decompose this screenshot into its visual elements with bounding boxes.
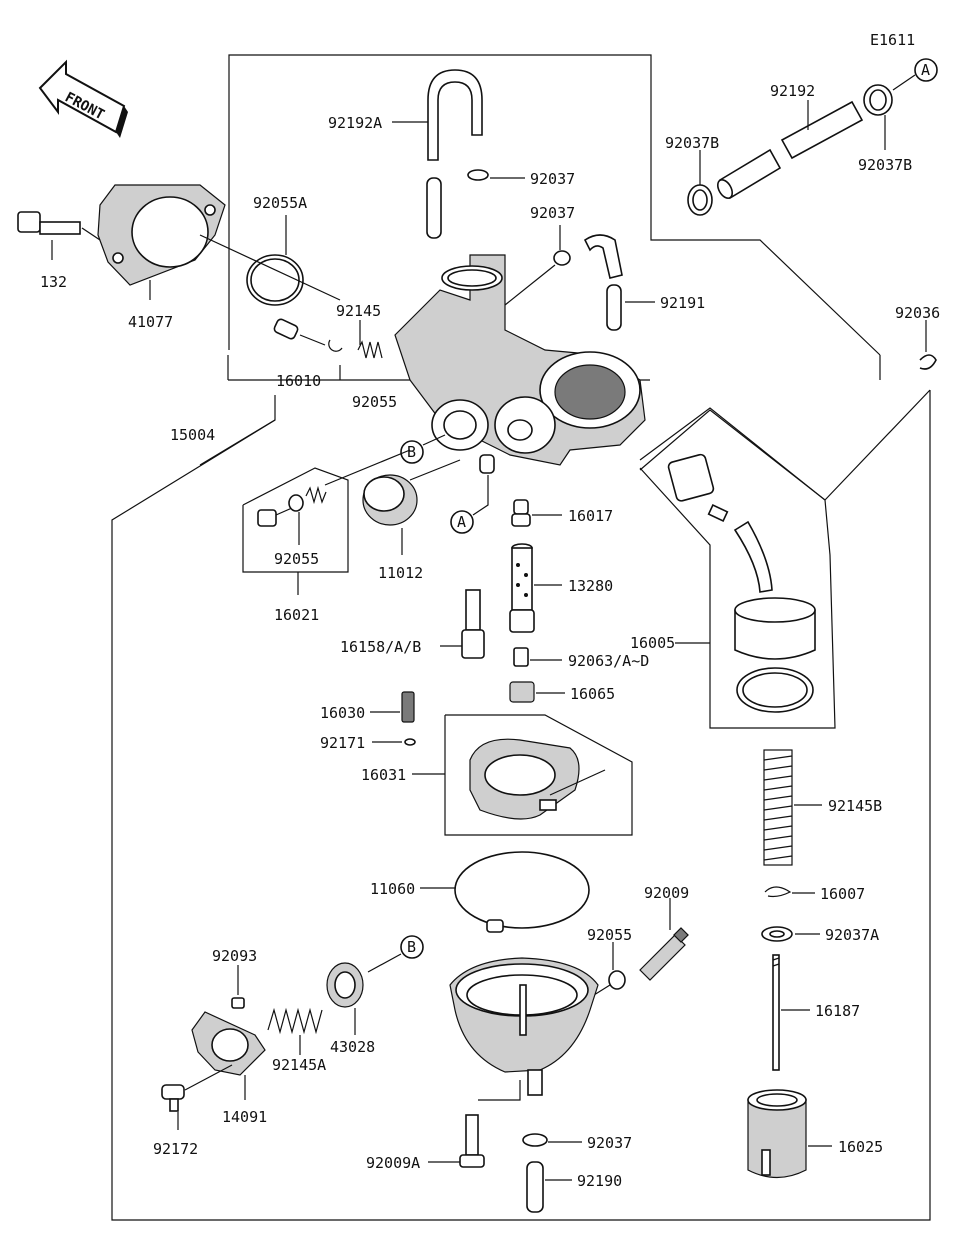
label-92055a: 92055A: [253, 194, 307, 212]
label-41077: 41077: [128, 313, 173, 331]
clip-92036: [919, 354, 937, 370]
hose-92190: [526, 1161, 544, 1213]
jet-needle-16158: [461, 589, 485, 659]
float-valve-16030: [401, 691, 415, 723]
diagram-code: E1611: [870, 31, 915, 49]
jet-16017: [511, 499, 531, 527]
label-92192: 92192: [770, 82, 815, 100]
clip-16007: [764, 886, 792, 898]
label-16017: 16017: [568, 507, 613, 525]
label-92145: 92145: [336, 302, 381, 320]
clip-92037-top: [467, 169, 489, 181]
label-14091: 14091: [222, 1108, 267, 1126]
hose-92191: [583, 234, 623, 331]
hose-92192a: [426, 69, 483, 239]
clip-92037b-right: [863, 84, 893, 116]
label-16187: 16187: [815, 1002, 860, 1020]
label-92063: 92063/A~D: [568, 652, 649, 670]
clip-92037-bot: [522, 1133, 548, 1147]
label-16010: 16010: [276, 372, 321, 390]
label-92192a: 92192A: [328, 114, 382, 132]
float-valve-92009: [639, 927, 689, 981]
label-92055-sub: 92055: [274, 550, 319, 568]
label-92190: 92190: [577, 1172, 622, 1190]
label-16030: 16030: [320, 704, 365, 722]
label-92037a: 92037A: [825, 926, 879, 944]
screw-92172: [161, 1084, 185, 1112]
label-11060: 11060: [370, 880, 415, 898]
spring-16021: [305, 485, 327, 505]
jet-holder-16065: [509, 681, 535, 703]
label-16031: 16031: [361, 766, 406, 784]
gasket-11060: [454, 851, 590, 933]
choke-assembly-16005: [667, 453, 816, 713]
label-43028: 43028: [330, 1038, 375, 1056]
label-92037-bot: 92037: [587, 1134, 632, 1152]
label-92171: 92171: [320, 734, 365, 752]
spring-92145a: [267, 1007, 323, 1035]
spring-92145: [357, 340, 383, 359]
label-92009a: 92009A: [366, 1154, 420, 1172]
ref-marker-a-body: [450, 510, 474, 534]
ref-marker-b-lower: [400, 935, 424, 959]
bolt-132: [17, 211, 81, 235]
label-13280: 13280: [568, 577, 613, 595]
carburetor-body-15004: [394, 254, 646, 474]
needle-16187: [772, 954, 780, 1071]
label-92037-mid: 92037: [530, 204, 575, 222]
throttle-stop-screw: [257, 507, 293, 527]
clip-92037a: [761, 926, 793, 942]
label-92055-top: 92055: [352, 393, 397, 411]
spring-92145b: [763, 749, 793, 866]
label-92145a: 92145A: [272, 1056, 326, 1074]
ref-marker-b-body: [400, 440, 424, 464]
clip-92037-mid: [553, 250, 571, 266]
label-16158: 16158/A/B: [340, 638, 421, 656]
throttle-valve-16025: [747, 1089, 807, 1179]
pilot-screw: [273, 318, 326, 346]
front-arrow-icon: FRONT: [38, 59, 128, 138]
clip-92093: [231, 997, 245, 1009]
label-132: 132: [40, 273, 67, 291]
float-bowl: [449, 957, 599, 1096]
ref-marker-a-top-text: A: [921, 61, 930, 79]
insulator-41077: [97, 184, 226, 286]
label-16007: 16007: [820, 885, 865, 903]
oring-92055-bowl: [608, 970, 626, 990]
emulsion-tube-13280: [509, 543, 535, 633]
clip-92037b-left: [687, 184, 713, 216]
cover-14091: [191, 1011, 266, 1076]
diaphragm-43028: [326, 962, 364, 1008]
hose-92192: [716, 100, 864, 200]
label-92036: 92036: [895, 304, 940, 322]
label-15004: 15004: [170, 426, 215, 444]
label-92037b-left: 92037B: [665, 134, 719, 152]
main-jet-92063: [513, 647, 529, 667]
oring-92055-sub: [288, 494, 304, 512]
float-16031: [469, 738, 606, 820]
label-16005: 16005: [630, 634, 675, 652]
cap-11012: [362, 474, 418, 526]
clip-92171: [404, 738, 416, 746]
label-92037-top: 92037: [530, 170, 575, 188]
label-92009: 92009: [644, 884, 689, 902]
drain-screw-92009a: [459, 1114, 485, 1168]
ref-marker-b-lower-text: B: [407, 938, 416, 956]
label-92191: 92191: [660, 294, 705, 312]
oring-92055-top: [328, 339, 343, 352]
label-92145b: 92145B: [828, 797, 882, 815]
label-92037b-right: 92037B: [858, 156, 912, 174]
label-16065: 16065: [570, 685, 615, 703]
label-92055-bowl: 92055: [587, 926, 632, 944]
ref-marker-a-body-text: A: [457, 513, 466, 531]
label-16025: 16025: [838, 1138, 883, 1156]
label-92172: 92172: [153, 1140, 198, 1158]
ref-marker-b-body-text: B: [407, 443, 416, 461]
label-16021: 16021: [274, 606, 319, 624]
label-11012: 11012: [378, 564, 423, 582]
ref-marker-a-top: [914, 58, 938, 82]
label-92093: 92093: [212, 947, 257, 965]
